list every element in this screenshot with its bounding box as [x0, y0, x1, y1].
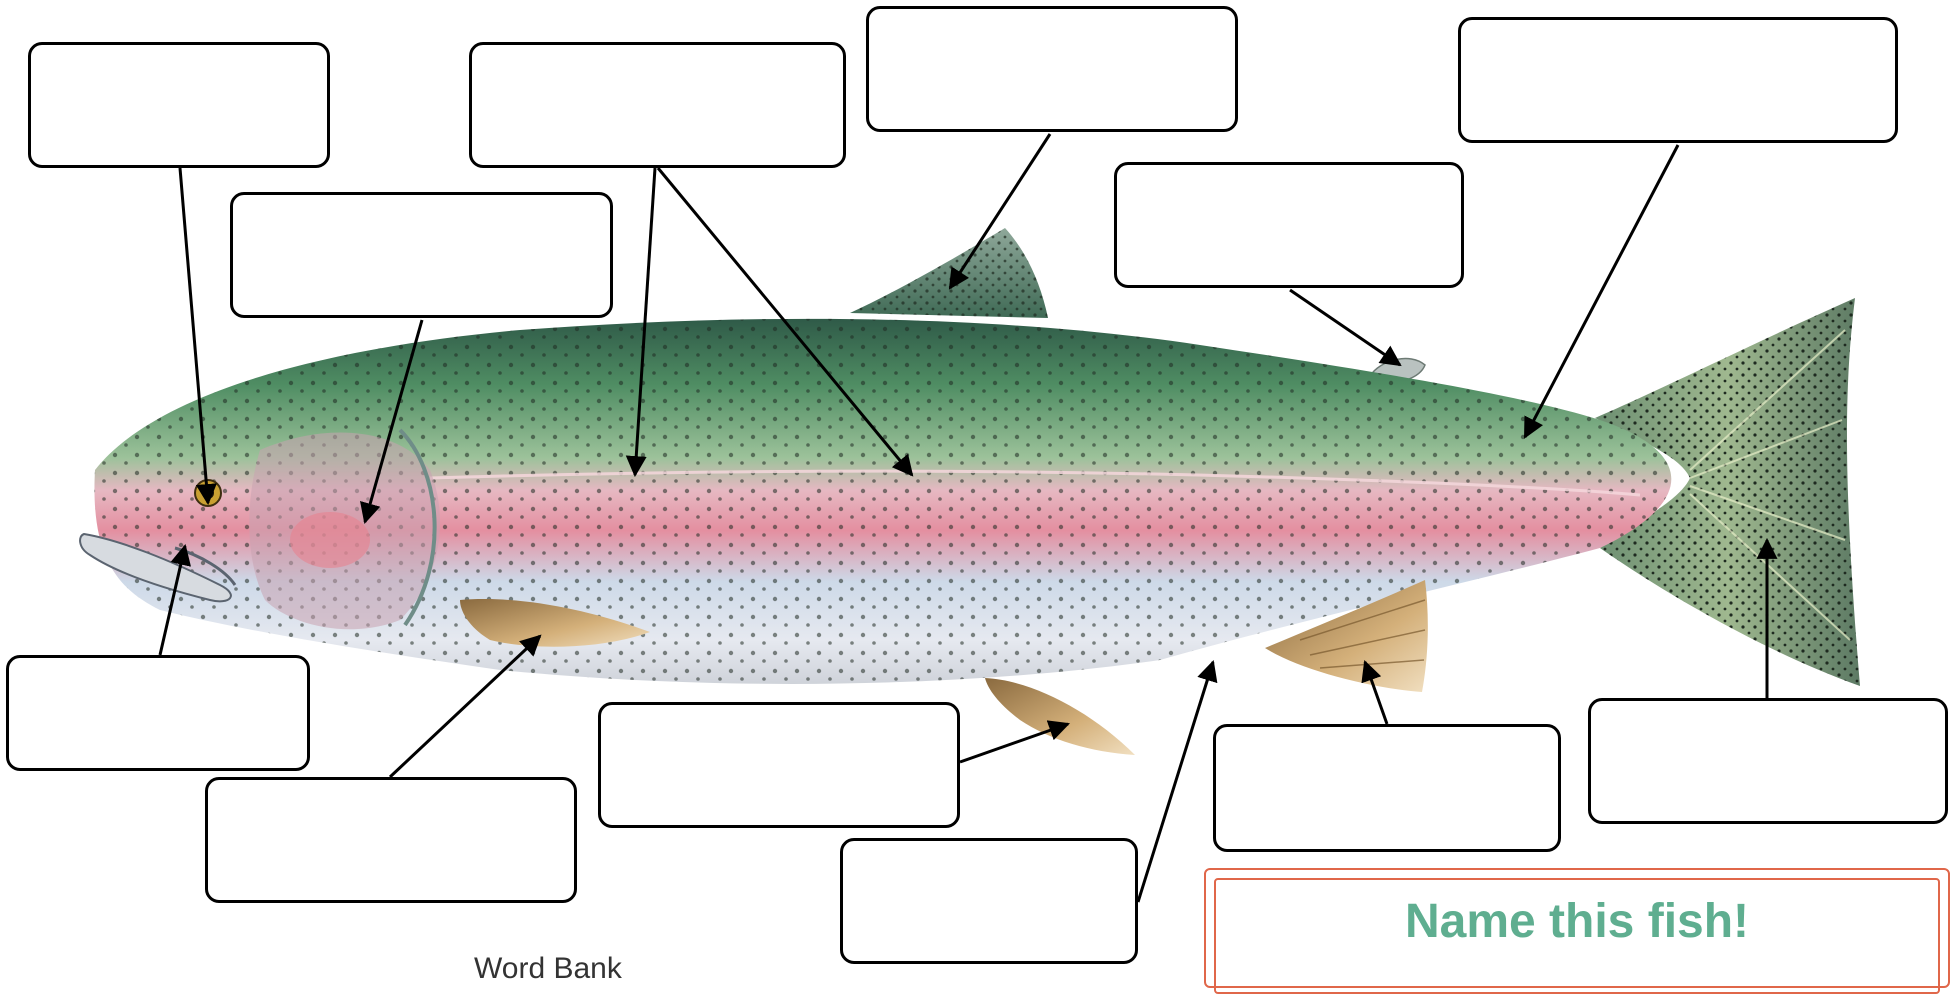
word-bank-label: Word Bank: [474, 952, 622, 986]
lateral-line-label-box[interactable]: [469, 42, 846, 168]
scales-label-box[interactable]: [1458, 17, 1898, 143]
gill-cover: [249, 430, 440, 629]
pectoral-fin-label-box[interactable]: [205, 777, 577, 903]
anal-fin-label-box[interactable]: [1213, 724, 1561, 852]
vent-label-box[interactable]: [840, 838, 1138, 964]
dorsal-fin: [850, 228, 1048, 318]
tail-fin-label-box[interactable]: [1588, 698, 1948, 824]
adipose-fin-label-box[interactable]: [1114, 162, 1464, 288]
name-this-fish-panel: Name this fish!: [1204, 868, 1950, 988]
adipose-fin-leader: [1290, 290, 1400, 365]
eye-label-box[interactable]: [28, 42, 330, 168]
mouth-label-box[interactable]: [6, 655, 310, 771]
pelvic-fin-label-box[interactable]: [598, 702, 960, 828]
gill-label-box[interactable]: [230, 192, 613, 318]
dorsal-fin-label-box[interactable]: [866, 6, 1238, 132]
vent-leader: [1138, 662, 1213, 902]
pelvic-fin: [985, 678, 1135, 755]
pelvic-fin-leader: [960, 724, 1068, 762]
name-this-fish-title: Name this fish!: [1206, 894, 1948, 949]
